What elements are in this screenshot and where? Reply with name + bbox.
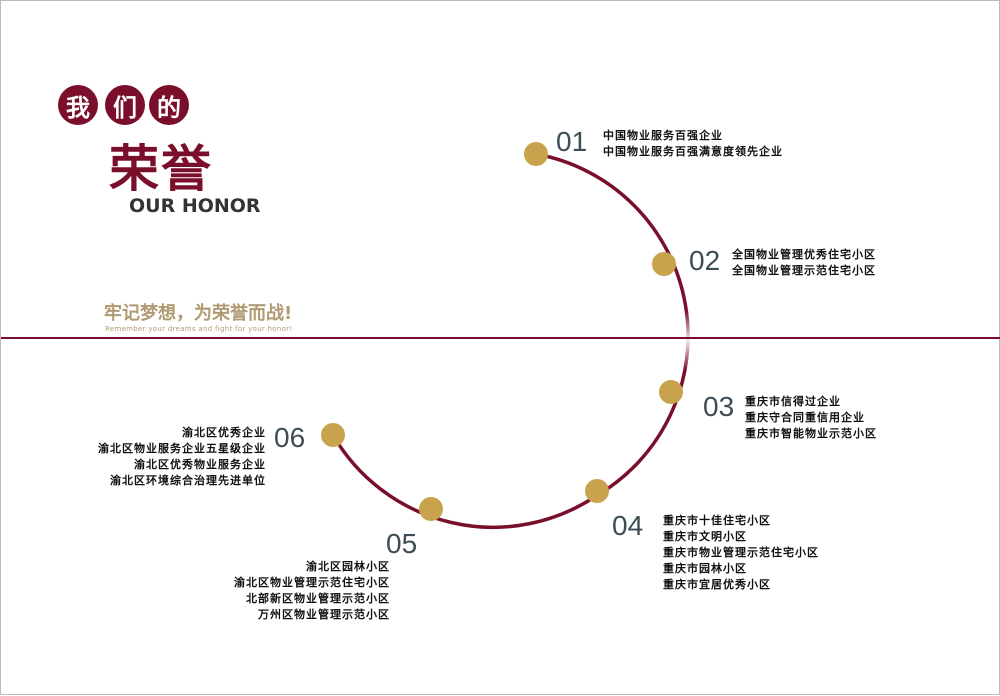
- honor-list: 渝北区园林小区 渝北区物业管理示范住宅小区 北部新区物业管理示范小区 万州区物业…: [234, 559, 390, 623]
- list-item: 中国物业服务百强企业: [603, 129, 723, 142]
- divider-line: [1, 337, 1000, 339]
- dot-02: [652, 252, 676, 276]
- badge-men: 们: [105, 85, 145, 125]
- honor-number: 03: [703, 391, 735, 422]
- list-item: 重庆市信得过企业: [745, 395, 841, 408]
- honor-list: 重庆市十佳住宅小区 重庆市文明小区 重庆市物业管理示范住宅小区 重庆市园林小区 …: [663, 513, 819, 593]
- list-item: 全国物业管理优秀住宅小区: [732, 248, 876, 261]
- dot-03: [659, 380, 683, 404]
- list-item: 北部新区物业管理示范小区: [246, 592, 390, 605]
- honor-list: 全国物业管理优秀住宅小区 全国物业管理示范住宅小区: [732, 247, 876, 279]
- honor-number: 01: [556, 126, 588, 157]
- list-item: 中国物业服务百强满意度领先企业: [603, 145, 783, 158]
- honor-number: 06: [274, 422, 306, 453]
- page-title: 荣誉: [109, 140, 213, 198]
- list-item: 重庆市物业管理示范住宅小区: [663, 546, 819, 559]
- list-item: 渝北区环境综合治理先进单位: [110, 474, 266, 487]
- list-item: 重庆市宜居优秀小区: [663, 578, 771, 591]
- list-item: 重庆市十佳住宅小区: [663, 514, 771, 527]
- honor-number: 04: [612, 510, 644, 541]
- list-item: 渝北区园林小区: [306, 560, 390, 573]
- badge-wo: 我: [58, 85, 98, 125]
- list-item: 渝北区优秀物业服务企业: [134, 458, 266, 471]
- badge-de: 的: [149, 85, 189, 125]
- list-item: 全国物业管理示范住宅小区: [732, 264, 876, 277]
- dot-05: [419, 497, 443, 521]
- list-item: 渝北区物业管理示范住宅小区: [234, 576, 390, 589]
- dot-04: [585, 479, 609, 503]
- list-item: 万州区物业管理示范小区: [258, 608, 390, 621]
- page-subtitle: OUR HONOR: [129, 195, 261, 217]
- list-item: 重庆市园林小区: [663, 562, 747, 575]
- honor-list: 中国物业服务百强企业 中国物业服务百强满意度领先企业: [603, 128, 783, 160]
- honor-number: 02: [689, 245, 721, 276]
- list-item: 重庆守合同重信用企业: [745, 411, 865, 424]
- list-item: 渝北区优秀企业: [182, 426, 266, 439]
- honor-number: 05: [386, 528, 418, 559]
- honor-list: 渝北区优秀企业 渝北区物业服务企业五星级企业 渝北区优秀物业服务企业 渝北区环境…: [98, 425, 266, 489]
- dot-06: [321, 423, 345, 447]
- list-item: 重庆市智能物业示范小区: [745, 427, 877, 440]
- list-item: 渝北区物业服务企业五星级企业: [98, 442, 266, 455]
- list-item: 重庆市文明小区: [663, 530, 747, 543]
- slogan-en: Remember your dreams and fight for your …: [105, 325, 293, 333]
- dot-01: [524, 142, 548, 166]
- honor-list: 重庆市信得过企业 重庆守合同重信用企业 重庆市智能物业示范小区: [745, 394, 877, 442]
- slogan-cn: 牢记梦想，为荣誉而战!: [104, 303, 293, 324]
